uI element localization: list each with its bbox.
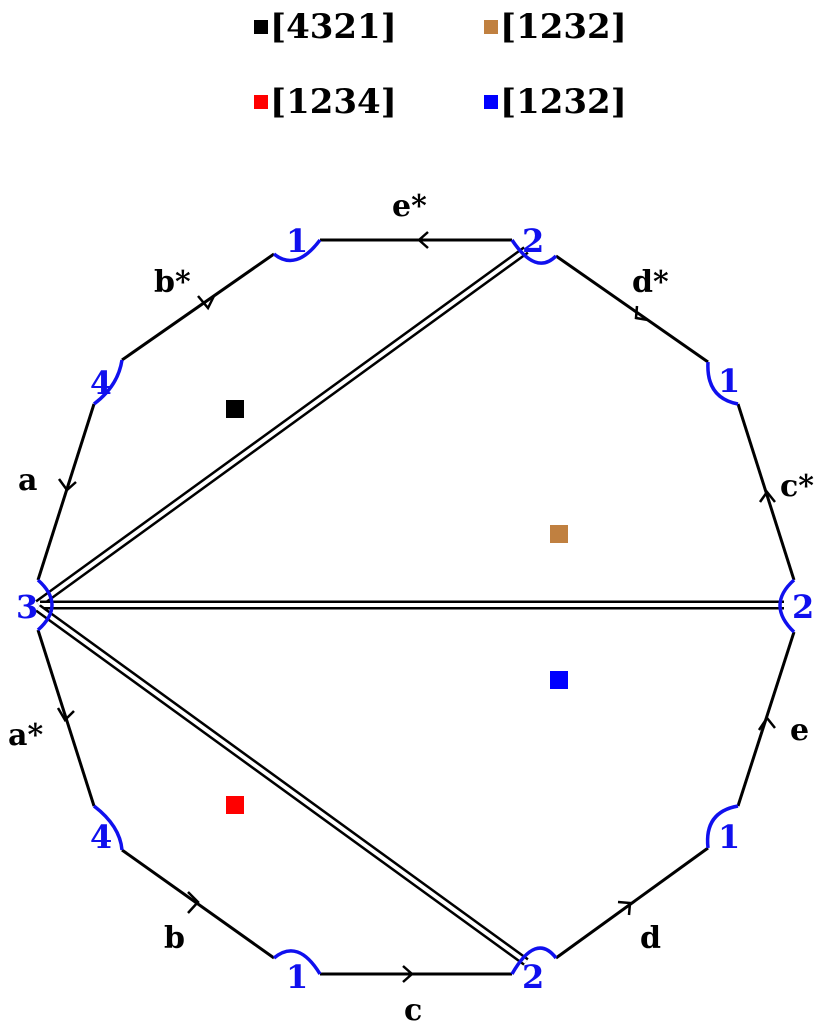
vertex-label-top-left-1: 1 [286, 222, 308, 260]
vertex-label-bottom-right-2: 2 [522, 958, 544, 996]
legend-swatch-brown [484, 20, 498, 34]
arrow-bottom [402, 965, 414, 983]
edge-label-upper-right: d* [632, 265, 669, 300]
region-markers [226, 400, 568, 814]
arrow-lower-left [187, 891, 200, 914]
vertex-arc-upper-right-1 [706, 361, 739, 406]
vertex-arc-upper-left-4 [92, 359, 124, 406]
vertex-arc-lower-right-1 [705, 804, 739, 849]
vertex-label-lower-right-1: 1 [718, 818, 740, 856]
vertex-label-upper-right-1: 1 [718, 362, 740, 400]
vertex-arc-right-2 [778, 578, 796, 634]
vertex-arc-top-left-1 [272, 238, 322, 263]
region-marker-black [226, 400, 244, 418]
legend-label-blue: [1232] [500, 82, 627, 122]
vertex-arc-bottom-right-2 [510, 946, 558, 975]
diagonal-3-to-2-bottom-gap [36, 606, 528, 964]
edge-label-upper-left: b* [154, 265, 191, 300]
vertex-arcs [36, 238, 796, 975]
legend-swatch-black [254, 20, 268, 34]
region-marker-red [226, 796, 244, 814]
vertex-label-left-3: 3 [16, 588, 38, 626]
edge-label-bottom: c [404, 993, 422, 1028]
vertex-arc-lower-left-4 [92, 804, 124, 851]
edge-arrows [56, 231, 776, 983]
vertex-label-bottom-left-1: 1 [286, 958, 308, 996]
arrow-upper-right [634, 305, 649, 322]
arrow-top [417, 231, 429, 249]
vertex-arc-top-right-2 [510, 239, 558, 265]
legend-swatch-blue [484, 95, 498, 109]
edge-label-lower-right: d [640, 921, 661, 956]
edge-lower-left [121, 848, 275, 960]
arrow-lower-right [617, 900, 632, 916]
legend-swatch-red [254, 95, 268, 109]
edge-label-left-lower: a* [8, 718, 43, 753]
vertex-label-top-right-2: 2 [522, 222, 544, 260]
region-marker-brown [550, 525, 568, 543]
diagonals [35, 246, 784, 966]
edge-label-left-upper: a [18, 463, 37, 498]
region-marker-blue [550, 671, 568, 689]
edge-label-lower-left: b [164, 921, 185, 956]
arrow-upper-left [197, 295, 216, 311]
legend-label-black: [4321] [270, 7, 397, 47]
edge-upper-left [121, 252, 275, 362]
edge-left-upper [36, 403, 96, 581]
polygon-edges [36, 238, 796, 976]
vertex-label-right-2: 2 [792, 588, 814, 626]
edge-label-right-upper: c* [780, 469, 814, 504]
arrow-right-lower [757, 715, 776, 731]
edge-labels: e* d* c* e d c b a* a b* [8, 189, 814, 1028]
arrow-left-lower [56, 707, 75, 723]
vertex-arc-bottom-left-1 [272, 949, 322, 975]
diagonal-3-to-2-top-gap [36, 248, 528, 606]
vertex-arc-left-3 [36, 578, 54, 632]
edge-upper-right [555, 254, 709, 364]
legend: [4321] [1232] [1234] [1232] [254, 7, 627, 122]
arrow-left-upper [57, 478, 77, 492]
vertex-labels: 1 2 4 1 3 2 4 1 1 2 [16, 222, 814, 996]
legend-label-red: [1234] [270, 82, 397, 122]
legend-label-brown: [1232] [500, 7, 627, 47]
vertex-label-lower-left-4: 4 [90, 818, 112, 856]
edge-label-right-lower: e [790, 713, 809, 748]
edge-label-top: e* [392, 189, 427, 224]
vertex-label-upper-left-4: 4 [90, 364, 112, 402]
arrow-right-upper [758, 489, 776, 503]
edge-lower-right [555, 846, 709, 960]
